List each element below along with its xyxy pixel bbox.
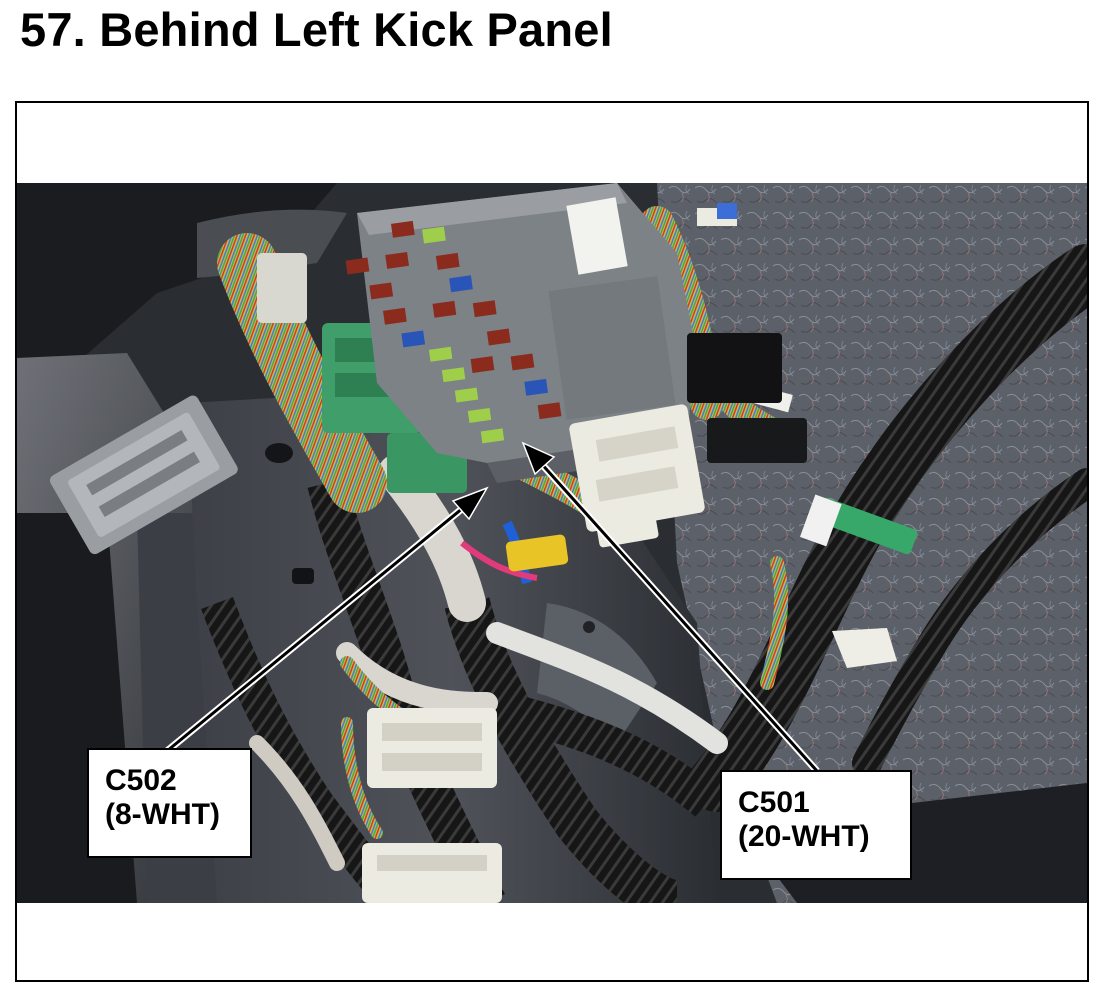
callout-c501: C501 (20-WHT) — [720, 770, 912, 880]
callout-c502-spec: (8-WHT) — [105, 798, 220, 831]
callout-c501-spec: (20-WHT) — [738, 820, 870, 853]
figure-frame: C502 (8-WHT) C501 (20-WHT) — [15, 101, 1089, 982]
callout-c502-connector: C502 — [105, 764, 177, 797]
page-title: 57. Behind Left Kick Panel — [20, 3, 613, 56]
callout-c501-connector: C501 — [738, 786, 810, 819]
callout-c502: C502 (8-WHT) — [87, 748, 252, 858]
callout-arrows — [164, 441, 820, 774]
